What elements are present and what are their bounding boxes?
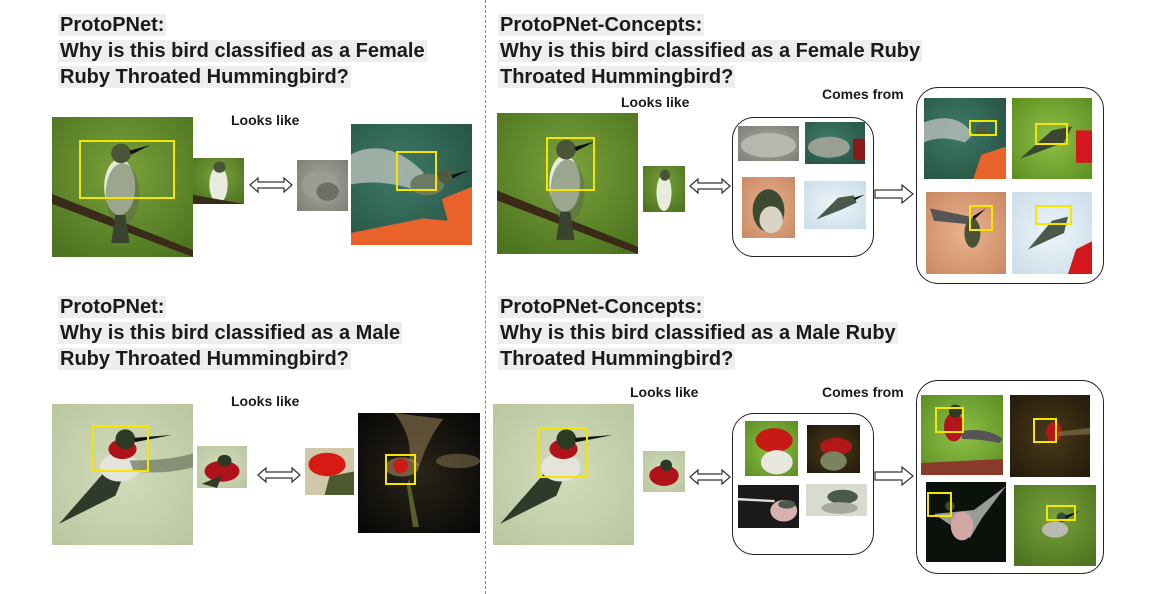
highlight-box [92, 425, 149, 472]
top-left-title: ProtoPNet: [58, 14, 167, 36]
concept-patch [738, 485, 799, 528]
top-left-question-line2: Ruby Throated Hummingbird? [58, 66, 351, 88]
highlight-box [1033, 418, 1057, 443]
highlight-box [927, 492, 952, 517]
top-right-looks-like-label: Looks like [621, 94, 690, 110]
bottom-left-title: ProtoPNet: [58, 296, 167, 318]
bottom-left-question-line2: Ruby Throated Hummingbird? [58, 348, 351, 370]
highlight-box [969, 205, 993, 231]
double-arrow-icon [249, 176, 293, 194]
concept-patch [742, 177, 795, 238]
top-right-question-line2: Throated Hummingbird? [498, 66, 736, 88]
panel-divider [485, 0, 486, 594]
concept-source-photo [926, 192, 1006, 274]
highlight-box [546, 137, 595, 191]
bottom-right-comes-from-label: Comes from [822, 384, 904, 400]
concept-source-photo [1014, 485, 1096, 566]
concept-source-photo [924, 98, 1006, 179]
concept-patches-frame [732, 117, 874, 257]
prototype-source-photo [358, 413, 480, 533]
concept-patch [806, 484, 867, 516]
top-left-heading: ProtoPNet: Why is this bird classified a… [58, 12, 427, 90]
bottom-right-looks-like-label: Looks like [630, 384, 699, 400]
female-patch-crop [193, 158, 244, 204]
double-arrow-icon [689, 468, 731, 486]
male-patch-crop [197, 446, 247, 488]
highlight-box [1035, 205, 1072, 225]
male-hummingbird-photo [52, 404, 193, 545]
top-left-question-line1: Why is this bird classified as a Female [58, 40, 427, 62]
prototype-patch-crop [305, 448, 354, 495]
right-arrow-icon [874, 466, 914, 486]
highlight-box [79, 140, 175, 199]
concept-sources-frame [916, 87, 1104, 284]
highlight-box [396, 151, 437, 191]
top-right-question-line1: Why is this bird classified as a Female … [498, 40, 923, 62]
top-right-heading: ProtoPNet-Concepts: Why is this bird cla… [498, 12, 923, 90]
concept-source-photo [926, 482, 1006, 562]
highlight-box [1035, 123, 1068, 145]
concept-source-photo [1010, 395, 1090, 477]
highlight-box [385, 454, 416, 485]
highlight-box [969, 120, 997, 136]
double-arrow-icon [257, 466, 301, 484]
bottom-right-question-line2: Throated Hummingbird? [498, 348, 736, 370]
concept-patch [805, 122, 865, 164]
bottom-left-looks-like-label: Looks like [231, 393, 300, 409]
top-right-comes-from-label: Comes from [822, 86, 904, 102]
bottom-right-heading: ProtoPNet-Concepts: Why is this bird cla… [498, 294, 898, 372]
male-patch-crop [643, 451, 685, 492]
concept-sources-frame [916, 380, 1104, 574]
bottom-left-heading: ProtoPNet: Why is this bird classified a… [58, 294, 403, 372]
highlight-box [935, 407, 964, 433]
double-arrow-icon [689, 177, 731, 195]
bottom-right-title: ProtoPNet-Concepts: [498, 296, 705, 318]
concept-patch [745, 421, 798, 476]
concept-source-photo [1012, 98, 1092, 179]
bottom-right-question-line1: Why is this bird classified as a Male Ru… [498, 322, 898, 344]
concept-patches-frame [732, 413, 874, 555]
highlight-box [537, 427, 588, 478]
top-left-looks-like-label: Looks like [231, 112, 300, 128]
prototype-source-photo [351, 124, 472, 245]
female-patch-crop [643, 166, 685, 212]
concept-patch [807, 425, 860, 473]
concept-patch [804, 181, 866, 229]
bottom-left-question-line1: Why is this bird classified as a Male [58, 322, 403, 344]
highlight-box [1046, 505, 1076, 521]
prototype-patch-crop [297, 160, 348, 211]
top-right-title: ProtoPNet-Concepts: [498, 14, 705, 36]
right-arrow-icon [874, 184, 914, 204]
concept-patch [738, 126, 799, 161]
